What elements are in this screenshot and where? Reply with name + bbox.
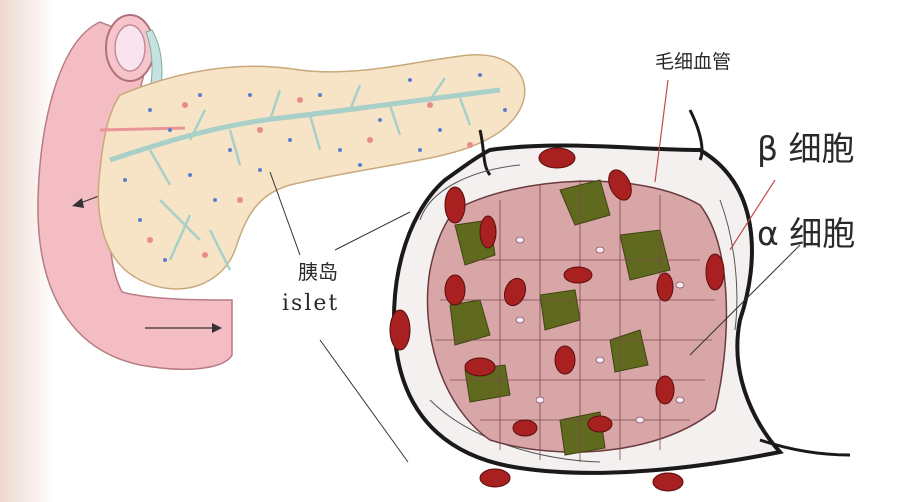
islet-label-chinese: 胰岛 — [298, 256, 338, 285]
capillary-label: 毛细血管 — [655, 47, 731, 74]
islet-label-english: islet — [282, 291, 339, 316]
alpha-cell-label: α 细胞 — [757, 207, 855, 255]
beta-cell-label: β 细胞 — [757, 122, 855, 170]
